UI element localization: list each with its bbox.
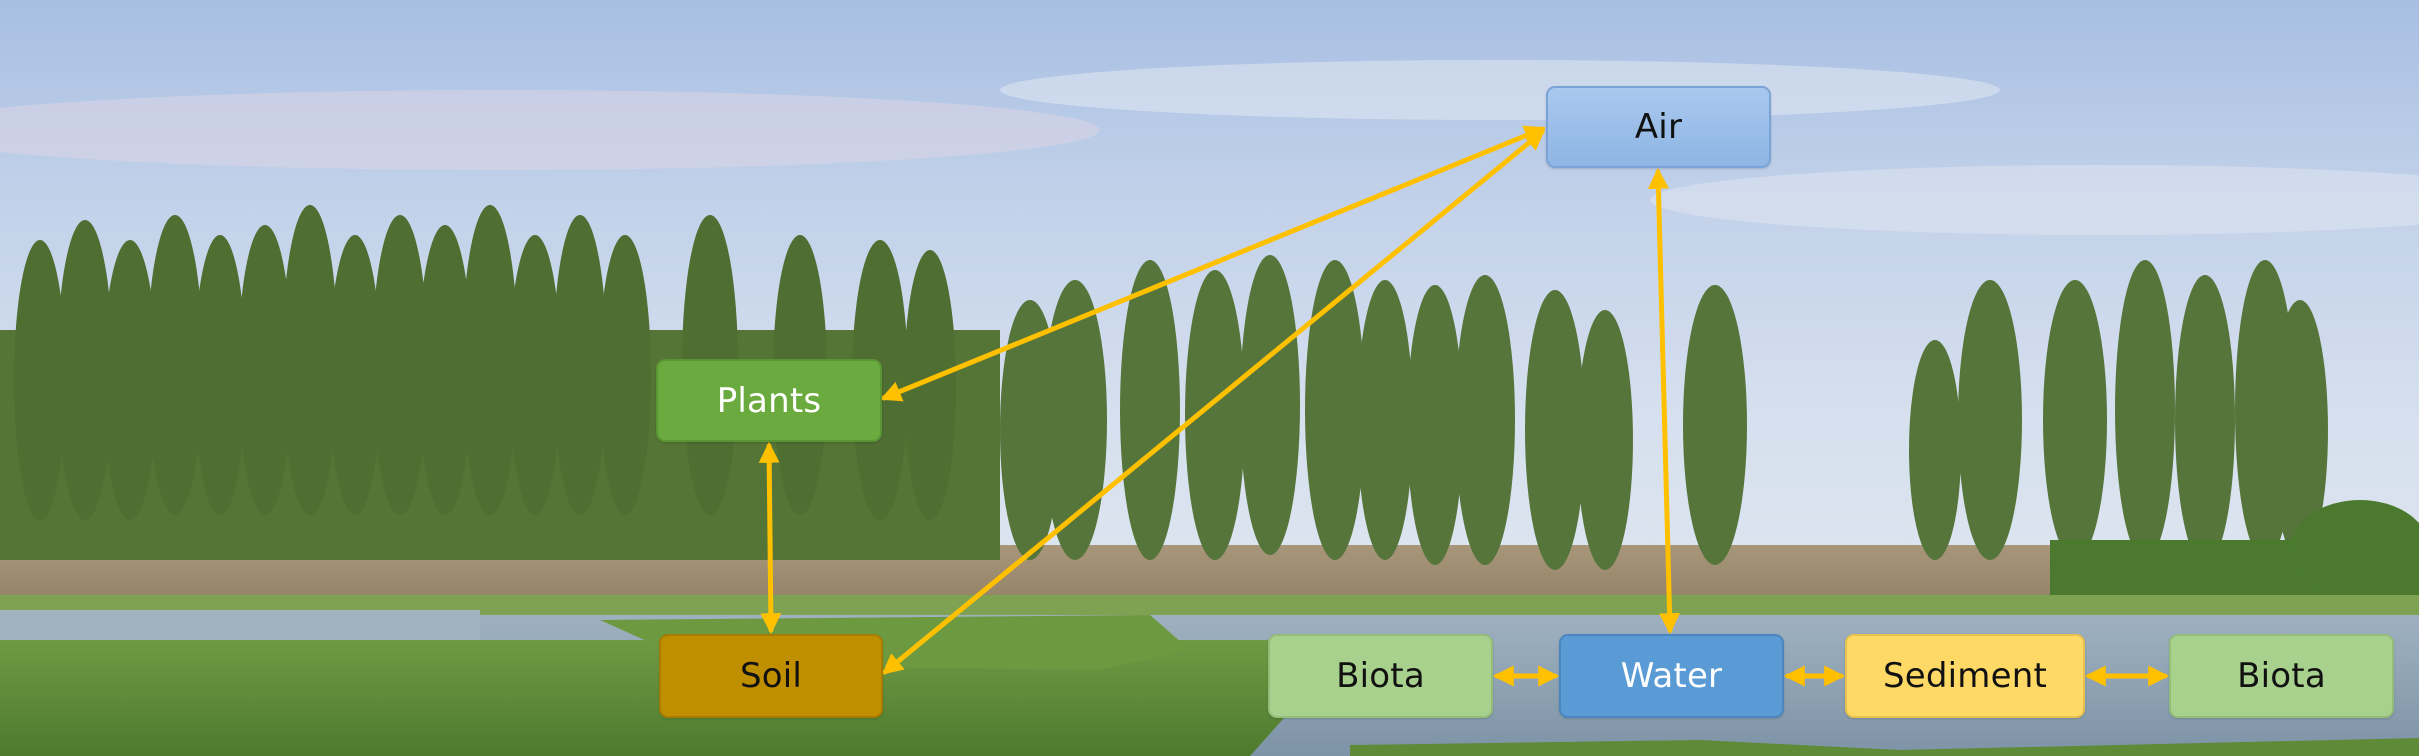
node-biota-right: Biota [2169,634,2394,718]
tree-line-right [1909,260,2419,610]
node-biota-left: Biota [1268,634,1493,718]
foreground-grass-right [1350,738,2419,756]
pond-left [0,610,480,645]
arrow-soil-air [881,129,1546,675]
arrow-plants-soil [758,441,782,635]
node-water: Water [1559,634,1784,718]
node-sediment: Sediment [1845,634,2085,718]
cloud [0,90,1100,170]
node-air: Air [1546,86,1771,168]
cloud [1650,165,2419,235]
node-soil: Soil [659,634,883,718]
cloud [1000,60,2000,120]
arrow-water-air [1647,167,1681,635]
connector-arrows [758,125,2170,687]
node-plants: Plants [656,359,882,442]
